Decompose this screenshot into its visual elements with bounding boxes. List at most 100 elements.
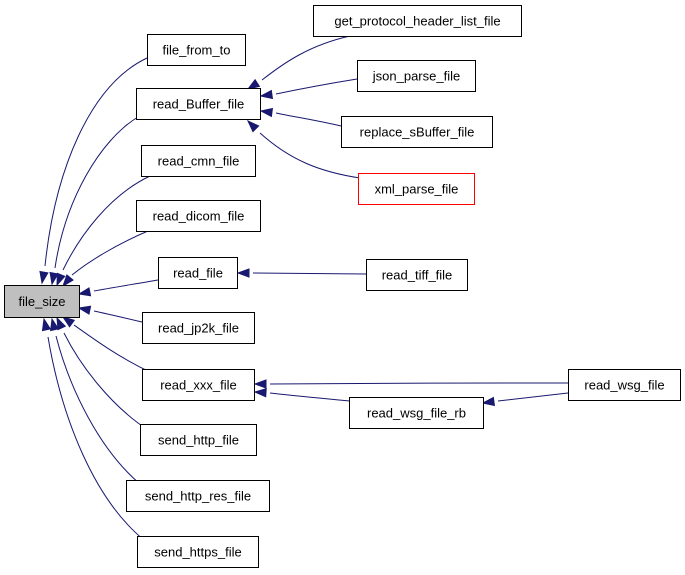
edge-read_wsg_file-to-read_xxx_file	[253, 379, 569, 389]
edge-line	[63, 332, 149, 431]
node-box[interactable]	[126, 480, 270, 512]
node-label: send_https_file	[154, 545, 241, 560]
node-send-http-res-file[interactable]: send_http_res_file	[126, 480, 270, 512]
arrow-head	[259, 89, 274, 100]
node-box[interactable]	[141, 145, 256, 177]
edge-xml_parse_file-to-read_Buffer_file	[246, 119, 361, 179]
edge-send_http_res_file-to-file_size	[50, 317, 141, 485]
node-box[interactable]	[357, 60, 476, 92]
edge-line	[259, 132, 361, 179]
node-label: read_jp2k_file	[158, 321, 239, 336]
node-box[interactable]	[137, 536, 259, 568]
edge-line	[55, 335, 141, 485]
node-box[interactable]	[147, 34, 246, 66]
node-label: json_parse_file	[372, 69, 460, 84]
edge-line	[73, 324, 151, 373]
node-box[interactable]	[358, 173, 475, 205]
edge-read_Buffer_file-to-file_size	[49, 116, 139, 286]
node-label: replace_sBuffer_file	[360, 125, 475, 140]
node-box[interactable]	[142, 369, 255, 401]
edge-line	[71, 230, 149, 276]
node-read-wsg-file-rb[interactable]: read_wsg_file_rb	[349, 397, 484, 429]
node-box[interactable]	[366, 259, 468, 291]
edge-line	[497, 392, 569, 402]
edge-line	[261, 35, 351, 81]
node-send-https-file[interactable]: send_https_file	[137, 536, 259, 568]
edge-line	[252, 272, 367, 275]
edge-read_jp2k_file-to-file_size	[77, 305, 143, 323]
edge-read_xxx_file-to-file_size	[61, 316, 151, 373]
nodes-layer: file_size file_from_to read_Buffer_filerea…	[4, 5, 681, 568]
node-label: get_protocol_header_list_file	[334, 14, 500, 29]
node-box[interactable]	[341, 116, 493, 148]
arrow-head	[50, 317, 60, 332]
node-label: send_http_file	[158, 433, 239, 448]
node-label: read_Buffer_file	[153, 97, 245, 112]
edge-send_https_file-to-file_size	[41, 317, 145, 541]
edge-line	[93, 279, 159, 292]
edge-read_dicom_file-to-file_size	[62, 230, 149, 288]
node-box[interactable]	[136, 88, 261, 120]
arrow-head	[259, 107, 274, 118]
edge-line	[275, 78, 358, 95]
node-read-tiff-file[interactable]: read_tiff_file	[366, 259, 468, 291]
node-box[interactable]	[313, 5, 522, 37]
node-box[interactable]	[4, 285, 80, 318]
edges-layer	[39, 35, 569, 541]
arrow-head	[253, 388, 267, 398]
node-box[interactable]	[349, 397, 484, 429]
node-box[interactable]	[142, 312, 255, 344]
node-xml-parse-file[interactable]: xml_parse_file	[358, 173, 475, 205]
node-label: send_http_res_file	[145, 489, 251, 504]
edge-line	[47, 336, 145, 541]
arrow-head	[246, 119, 260, 133]
edge-json_parse_file-to-read_Buffer_file	[259, 78, 358, 100]
arrow-head	[39, 270, 49, 285]
node-get-protocol-header-list-file[interactable]: get_protocol_header_list_file	[313, 5, 522, 37]
edge-file_from_to-to-file_size	[39, 57, 148, 285]
node-read-cmn-file[interactable]: read_cmn_file	[141, 145, 256, 177]
node-box[interactable]	[568, 369, 681, 401]
node-label: read_cmn_file	[158, 154, 240, 169]
arrow-head	[49, 271, 59, 286]
node-send-http-file[interactable]: send_http_file	[140, 424, 257, 456]
edge-read_tiff_file-to-read_file	[236, 268, 367, 278]
arrow-head	[253, 379, 267, 389]
arrow-head	[56, 316, 67, 331]
node-label: read_wsg_file	[584, 378, 664, 393]
arrow-head	[246, 78, 261, 90]
node-label: read_dicom_file	[153, 209, 245, 224]
edge-line	[54, 116, 139, 269]
node-box[interactable]	[158, 257, 238, 289]
arrow-head	[77, 305, 92, 315]
edge-read_file-to-file_size	[77, 279, 159, 297]
node-replace-sBuffer-file[interactable]: replace_sBuffer_file	[341, 116, 493, 148]
node-read-wsg-file[interactable]: read_wsg_file	[568, 369, 681, 401]
node-read-dicom-file[interactable]: read_dicom_file	[136, 200, 261, 232]
arrow-head	[56, 272, 66, 287]
node-label: read_file	[173, 266, 223, 281]
node-file-size[interactable]: file_size	[4, 285, 80, 318]
edge-read_wsg_file-to-read_wsg_file_rb	[481, 392, 569, 407]
node-label: xml_parse_file	[375, 182, 459, 197]
node-file-from-to[interactable]: file_from_to	[147, 34, 246, 66]
arrow-head	[62, 274, 74, 288]
node-box[interactable]	[140, 424, 257, 456]
node-read-file[interactable]: read_file	[158, 257, 238, 289]
node-label: file_from_to	[163, 43, 231, 58]
node-label: read_xxx_file	[160, 378, 237, 393]
edge-line	[269, 382, 569, 385]
node-read-jp2k-file[interactable]: read_jp2k_file	[142, 312, 255, 344]
arrow-head	[77, 287, 92, 297]
edge-line	[44, 57, 148, 267]
edge-line	[93, 310, 143, 323]
node-box[interactable]	[136, 200, 261, 232]
node-read-Buffer-file[interactable]: read_Buffer_file	[136, 88, 261, 120]
node-json-parse-file[interactable]: json_parse_file	[357, 60, 476, 92]
arrow-head	[61, 316, 76, 328]
node-label: read_tiff_file	[382, 268, 453, 283]
edge-line	[275, 112, 342, 127]
arrow-head	[481, 396, 496, 407]
node-read-xxx-file[interactable]: read_xxx_file	[142, 369, 255, 401]
